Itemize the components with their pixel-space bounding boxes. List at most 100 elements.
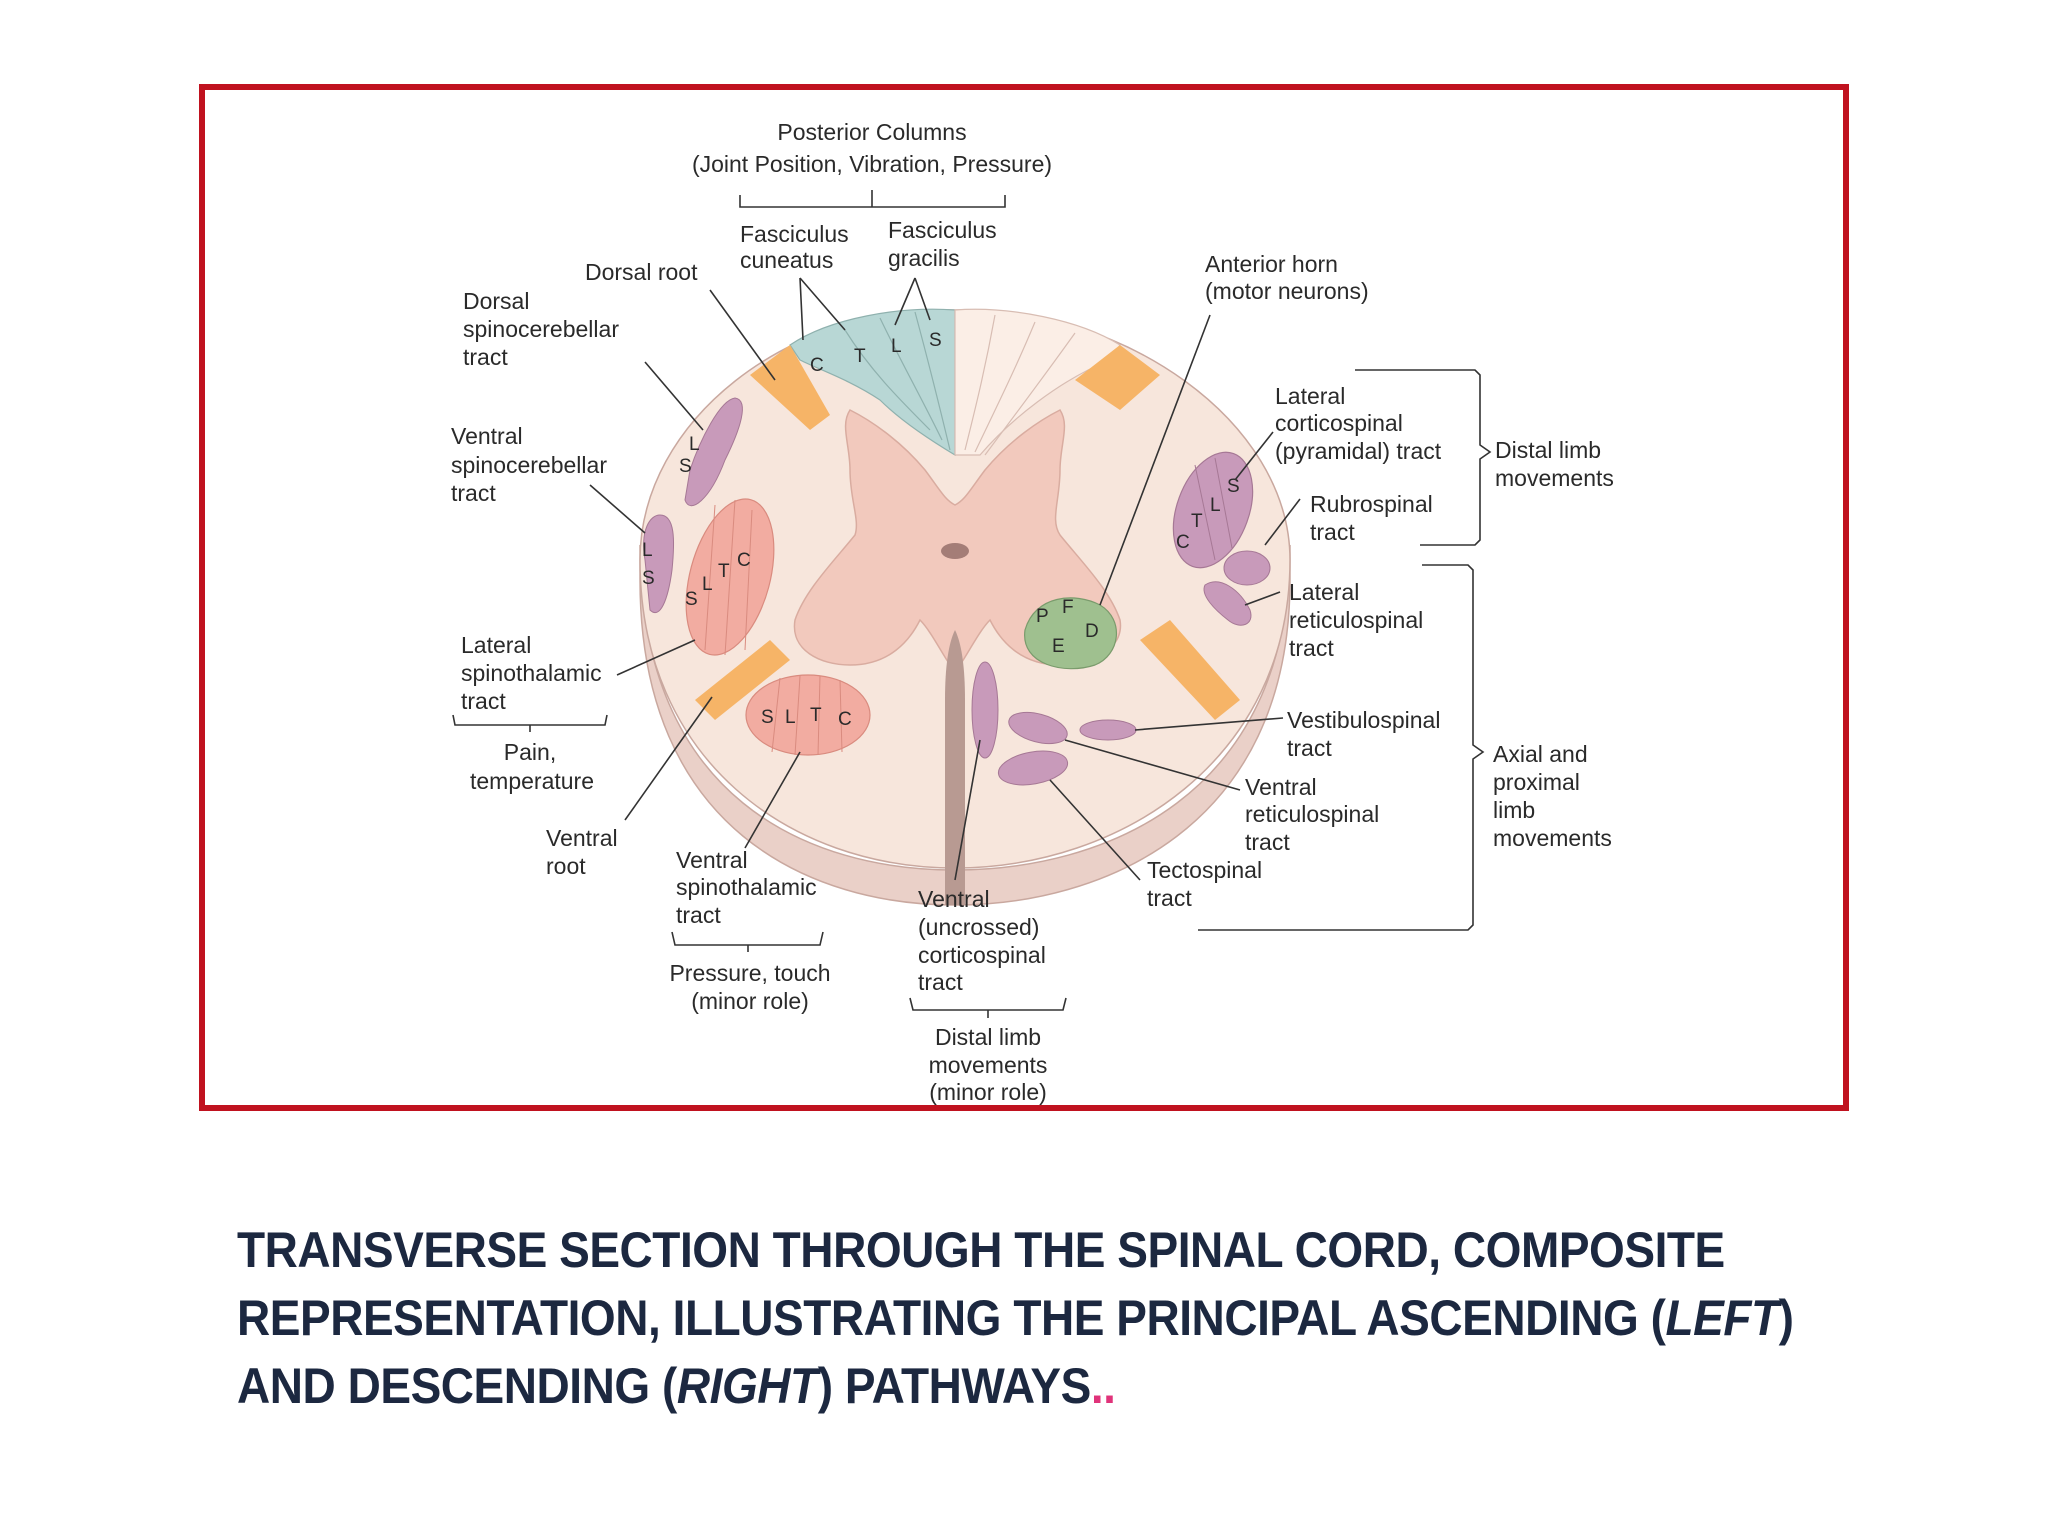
anterior-horn-nuclei: [1024, 597, 1117, 670]
dorsal-spinocerebellar-letters: L S: [679, 434, 700, 477]
leader-lines: [452, 190, 1492, 1018]
label-pressure-touch-1: Pressure, touch: [669, 960, 830, 986]
label-posterior-columns-sub: (Joint Position, Vibration, Pressure): [692, 151, 1052, 177]
label-lateral-corticospinal-3: (pyramidal) tract: [1275, 438, 1442, 464]
lateral-corticospinal-tract: [1172, 451, 1254, 569]
letter-C: C: [1176, 532, 1190, 553]
dorsal-root-right: [1075, 345, 1160, 410]
label-lateral-reticulospinal-3: tract: [1289, 635, 1334, 661]
label-rubrospinal-2: tract: [1310, 519, 1355, 545]
label-fasciculus-cuneatus-2: cuneatus: [740, 247, 833, 273]
letter-L: L: [689, 434, 700, 455]
anterior-median-fissure: [945, 630, 965, 905]
label-fasciculus-gracilis-1: Fasciculus: [888, 217, 997, 243]
letter-P: P: [1036, 606, 1049, 627]
caption-part3: ) PATHWAYS: [817, 1358, 1092, 1414]
label-pain-temperature-1: Pain,: [504, 739, 556, 765]
letter-T: T: [810, 705, 822, 726]
letter-S: S: [685, 589, 698, 610]
label-pressure-touch-2: (minor role): [691, 988, 809, 1014]
letter-L: L: [1210, 495, 1221, 516]
label-ventral-spinocerebellar-3: tract: [451, 480, 496, 506]
label-anterior-horn-1: Anterior horn: [1205, 251, 1338, 277]
label-vestibulospinal-1: Vestibulospinal: [1287, 707, 1440, 733]
label-lateral-spinothalamic-1: Lateral: [461, 632, 531, 658]
ventral-spinothalamic-letters: S L T C: [761, 705, 852, 730]
letter-T: T: [1191, 511, 1203, 532]
label-ventral-spinothalamic-3: tract: [676, 902, 721, 928]
dorsal-spinocerebellar-tract: [684, 397, 743, 507]
ventral-reticulospinal-tract: [1008, 711, 1068, 745]
label-ventral-corticospinal-4: tract: [918, 969, 963, 995]
lateral-corticospinal-dividers: [1194, 457, 1233, 561]
label-lateral-spinothalamic-3: tract: [461, 688, 506, 714]
letter-T: T: [718, 561, 730, 582]
label-dorsal-root: Dorsal root: [585, 259, 698, 285]
ventral-spinothalamic-dividers: [771, 675, 843, 756]
label-ventral-spinothalamic-1: Ventral: [676, 847, 748, 873]
label-ventral-reticulospinal-3: tract: [1245, 829, 1290, 855]
letter-D: D: [1085, 621, 1099, 642]
ventral-root-left: [695, 640, 790, 720]
label-axial-proximal-3: limb: [1493, 797, 1535, 823]
label-ventral-reticulospinal-2: reticulospinal: [1245, 801, 1379, 827]
letter-C: C: [737, 550, 751, 571]
lateral-spinothalamic-letters: S L T C: [685, 550, 751, 610]
dorsal-root-left: [750, 345, 830, 430]
label-distal-limb-movements-1: Distal limb: [1495, 437, 1601, 463]
caption-part2: ) AND DESCENDING (: [237, 1290, 1794, 1414]
letter-C: C: [838, 709, 852, 730]
letter-S: S: [679, 456, 692, 477]
label-posterior-columns: Posterior Columns: [777, 119, 966, 145]
label-vestibulospinal-2: tract: [1287, 735, 1332, 761]
letter-L: L: [642, 540, 653, 561]
ventral-spinocerebellar-letters: L S: [642, 540, 655, 589]
letter-E: E: [1052, 636, 1065, 657]
label-distal-limb-minor-2: movements: [929, 1052, 1048, 1078]
label-lateral-corticospinal-1: Lateral: [1275, 383, 1345, 409]
right-dorsal-dividers: [964, 314, 1076, 456]
letter-S: S: [642, 568, 655, 589]
label-ventral-spinocerebellar-2: spinocerebellar: [451, 452, 607, 478]
label-ventral-root-1: Ventral: [546, 825, 618, 851]
slide-caption: TRANSVERSE SECTION THROUGH THE SPINAL CO…: [237, 1216, 1838, 1420]
label-dorsal-spinocerebellar-3: tract: [463, 344, 508, 370]
label-rubrospinal-1: Rubrospinal: [1310, 491, 1433, 517]
lateral-spinothalamic-dividers: [704, 499, 753, 656]
label-axial-proximal-4: movements: [1493, 825, 1612, 851]
ventral-corticospinal-tract: [971, 661, 999, 759]
label-lateral-corticospinal-2: corticospinal: [1275, 410, 1403, 436]
ventral-spinothalamic-tract: [745, 674, 871, 756]
letter-L: L: [702, 574, 713, 595]
label-axial-proximal-1: Axial and: [1493, 741, 1588, 767]
label-ventral-corticospinal-3: corticospinal: [918, 942, 1046, 968]
label-fasciculus-gracilis-2: gracilis: [888, 245, 960, 271]
label-anterior-horn-2: (motor neurons): [1205, 278, 1369, 304]
rubrospinal-tract: [1223, 550, 1271, 586]
label-lateral-reticulospinal-2: reticulospinal: [1289, 607, 1423, 633]
label-ventral-spinothalamic-2: spinothalamic: [676, 874, 817, 900]
label-lateral-spinothalamic-2: spinothalamic: [461, 660, 602, 686]
ventral-root-right: [1140, 620, 1240, 720]
label-distal-limb-minor-3: (minor role): [929, 1079, 1047, 1105]
tectospinal-tract: [997, 750, 1069, 786]
label-distal-limb-movements-2: movements: [1495, 465, 1614, 491]
label-ventral-root-2: root: [546, 853, 586, 879]
letter-F: F: [1062, 597, 1074, 618]
label-lateral-reticulospinal-1: Lateral: [1289, 579, 1359, 605]
diagram-labels: Posterior Columns (Joint Position, Vibra…: [451, 119, 1614, 1105]
caption-dots: ..: [1090, 1358, 1116, 1414]
letter-C: C: [810, 355, 824, 376]
label-tectospinal-2: tract: [1147, 885, 1192, 911]
letter-T: T: [854, 346, 866, 367]
letter-S: S: [761, 707, 774, 728]
letter-L: L: [891, 336, 902, 357]
caption-italic-left: LEFT: [1665, 1290, 1779, 1346]
label-ventral-corticospinal-1: Ventral: [918, 886, 990, 912]
lateral-reticulospinal-tract: [1203, 581, 1252, 626]
label-ventral-spinocerebellar-1: Ventral: [451, 423, 523, 449]
caption-part1: TRANSVERSE SECTION THROUGH THE SPINAL CO…: [237, 1222, 1725, 1346]
central-canal: [941, 543, 969, 559]
label-fasciculus-cuneatus-1: Fasciculus: [740, 221, 849, 247]
letter-S: S: [1227, 476, 1240, 497]
